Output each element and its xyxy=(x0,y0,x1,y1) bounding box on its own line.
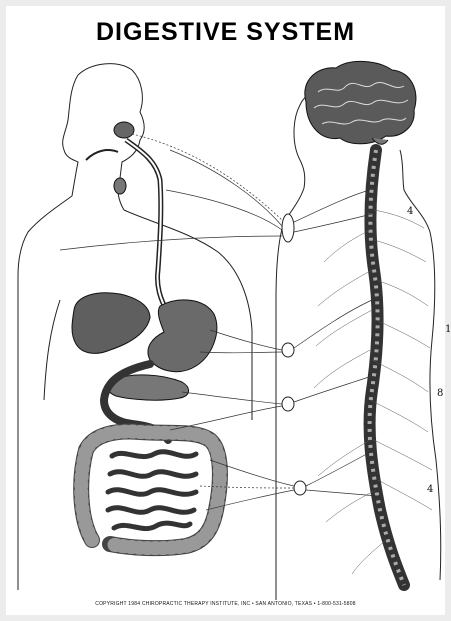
spine-label-2: 1 xyxy=(445,324,451,335)
spine-label-3: 8 xyxy=(437,388,443,399)
right-body-outline xyxy=(276,92,441,600)
ganglia xyxy=(282,214,306,495)
spine-label-4: 4 xyxy=(427,484,433,495)
copyright-notice: COPYRIGHT 1984 CHIROPRACTIC THERAPY INST… xyxy=(0,601,451,607)
spine-label-1: 4 xyxy=(407,206,413,217)
brain xyxy=(305,61,416,144)
liver xyxy=(72,293,150,354)
stomach xyxy=(148,300,217,372)
page-title: DIGESTIVE SYSTEM xyxy=(0,18,451,47)
small-intestine xyxy=(108,452,196,529)
esophagus xyxy=(86,122,168,312)
